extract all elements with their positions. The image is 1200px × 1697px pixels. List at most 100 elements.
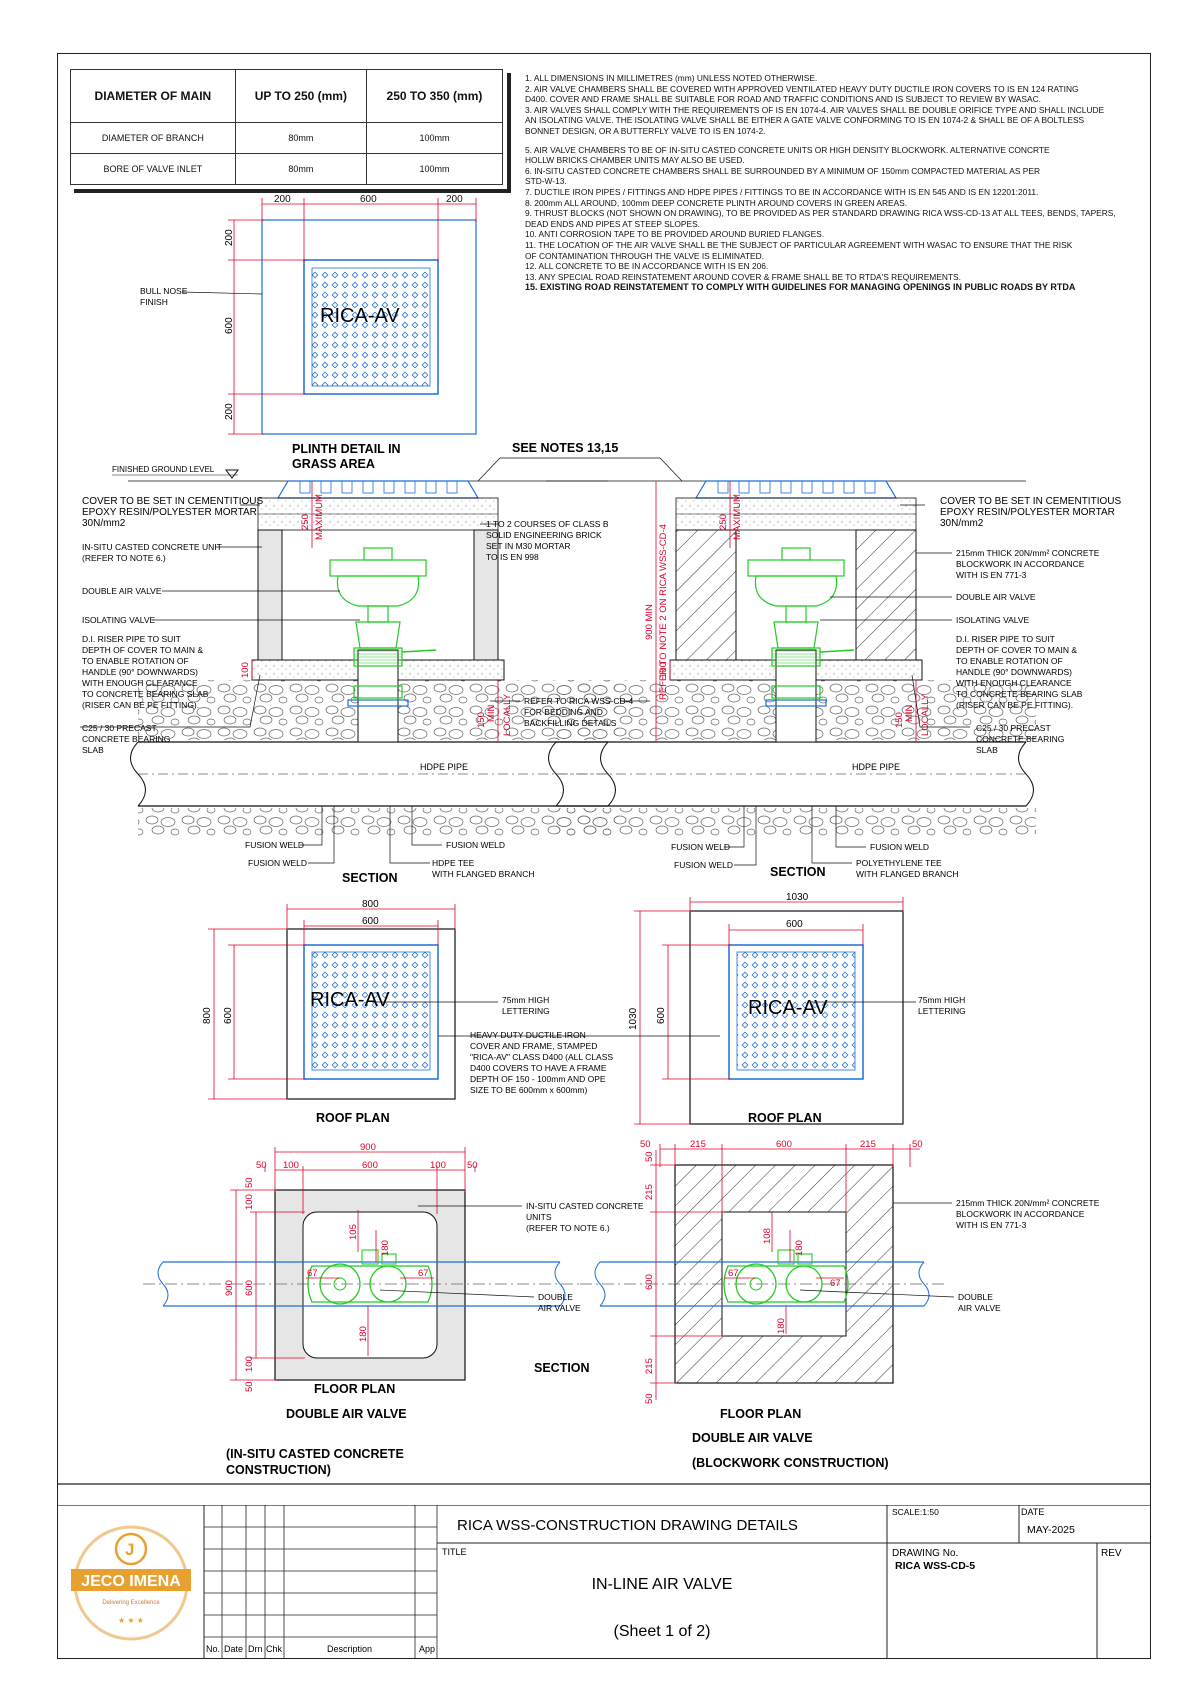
table-header: DIAMETER OF MAIN [70,69,236,123]
dav-label-line: AIR VALVE [538,1303,581,1313]
dim-label: 900 [360,1142,376,1153]
note-line: AN ISOLATING VALVE. THE ISOLATING VALVE … [525,115,1085,126]
dim-label: 1030 [786,892,809,903]
plinth-cover-frame [303,259,439,395]
dim-label: 150 [894,712,905,728]
dim-label: 67 [728,1268,739,1279]
dim-label: 50 [244,1381,255,1392]
fusion-weld-label: FUSION WELD [671,842,730,852]
floor-plan-title: (IN-SITU CASTED CONCRETE [226,1447,404,1461]
cover-mortar-label-line: COVER TO BE SET IN CEMENTITIOUS [82,496,263,507]
dim-label: 600 [244,1280,255,1296]
callout-text: LETTERING [918,1006,966,1016]
slab-label-line: SLAB [976,745,998,755]
callout-text: LETTERING [502,1006,550,1016]
riser-label-line: TO CONCRETE BEARING SLAB [956,689,1083,699]
bedding-label-line: REFER TO RICA WSS-CD-4 [524,696,634,706]
floor-plan-title: CONSTRUCTION) [226,1463,331,1477]
title-label: TITLE [442,1547,467,1557]
dim-label: MIN [486,704,497,722]
riser-label-line: WITH ENOUGH CLEARANCE [82,678,198,688]
project-title: RICA WSS-CONSTRUCTION DRAWING DETAILS [457,1517,798,1534]
dim-label: 600 [786,919,803,930]
plinth-title: PLINTH DETAIL IN [292,442,401,456]
rev-header: No. [206,1644,220,1654]
table-header: UP TO 250 (mm) [234,69,367,123]
drawing-title: IN-LINE AIR VALVE [592,1576,733,1593]
table-row: BORE OF VALVE INLET 80mm 100mm [70,153,504,185]
slab-label-line: C25 / 30 PRECAST [976,723,1051,733]
tee-label-line: WITH FLANGED BRANCH [432,869,534,879]
insitu-label-line: (REFER TO NOTE 6.) [82,553,166,563]
insitu-label-line: (REFER TO NOTE 6.) [526,1223,610,1233]
roof-plan-title: ROOF PLAN [316,1111,390,1125]
dim-label: 900 [224,1280,235,1296]
note-line: 6. IN-SITU CASTED CONCRETE CHAMBERS SHAL… [525,165,1040,176]
table-shadow [74,73,511,193]
dim-label: 900 MIN [644,604,655,640]
brick-label-line: SOLID ENGINEERING BRICK [486,530,602,540]
fusion-weld-label: FUSION WELD [870,842,929,852]
roof-plan-title: ROOF PLAN [748,1111,822,1125]
brick-label-line: SET IN M30 MORTAR [486,541,571,551]
dav-label-line: AIR VALVE [958,1303,1001,1313]
slab-label-line: C25 / 30 PRECAST [82,723,157,733]
table-header-row: DIAMETER OF MAIN UP TO 250 (mm) 250 TO 3… [70,69,504,123]
fusion-weld-label: FUSION WELD [674,860,733,870]
plinth-outline [261,219,477,435]
note-line: BONNET DESIGN, OR A BUTTERFLY VALVE TO I… [525,125,766,136]
slab-label-line: SLAB [82,745,104,755]
dim-label: 100 [240,662,251,678]
floor-plan-title: (BLOCKWORK CONSTRUCTION) [692,1456,889,1470]
plinth-detail: RICA-AV 200 600 200 200 600 200 BULL NOS… [140,194,477,471]
double-air-valve-label: DOUBLE AIR VALVE [956,592,1036,602]
drawing-no: RICA WSS-CD-5 [895,1560,975,1572]
scale-value: 1:50 [922,1507,939,1517]
note-line: 7. DUCTILE IRON PIPES / FITTINGS AND HDP… [525,186,1039,197]
cover-desc-line: HEAVY DUTY DUCTILE IRON [470,1030,586,1040]
table-cell: 100mm [365,153,504,185]
dim-label: 800 [202,1007,213,1024]
cover-desc-line: DEPTH OF 150 - 100mm AND OPE [470,1074,606,1084]
floor-plan-title: FLOOR PLAN [720,1407,801,1421]
note-line: 3. AIR VALVES SHALL COMPLY WITH THE REQU… [525,104,1105,115]
cover-mortar-label-line: 30N/mm2 [940,518,984,529]
dim-label: 50 [467,1160,478,1171]
scale-field: SCALE:1:50 [892,1507,939,1517]
roof-plan-right: RICA-AV 1030 600 1030 600 ROOF PLAN [628,892,904,1125]
blockwork-label-line: 215mm THICK 20N/mm² CONCRETE [956,1198,1100,1208]
cover-mortar-label-line: EPOXY RESIN/POLYESTER MORTAR [82,507,257,518]
dim-label: MAXIMUM [732,494,743,540]
dim-label: 100 [244,1356,255,1372]
riser-label-line: TO ENABLE ROTATION OF [82,656,189,666]
dim-label: 100 [283,1160,299,1171]
blockwork-label-line: BLOCKWORK IN ACCORDANCE [956,1209,1085,1219]
dim-label: MIN [904,704,915,722]
floor-plan-title: FLOOR PLAN [314,1382,395,1396]
note-line: 9. THRUST BLOCKS (NOT SHOWN ON DRAWING),… [525,208,1116,219]
dim-label: 150 [476,712,487,728]
diameter-table: DIAMETER OF MAIN UP TO 250 (mm) 250 TO 3… [70,69,504,185]
scale-label: SCALE: [892,1507,922,1517]
plinth-cover-grid [311,267,431,387]
general-notes: 1. ALL DIMENSIONS IN MILLIMETRES (mm) UN… [525,73,1145,293]
see-notes-label: SEE NOTES 13,15 [512,441,618,455]
section-label: SECTION [534,1361,590,1375]
dim-label: 67 [418,1268,429,1279]
tee-label-line: HDPE TEE [432,858,475,868]
fgl-label: FINISHED GROUND LEVEL [112,465,215,474]
dim-label: 50 [644,1151,655,1162]
cover-mortar-label-line: EPOXY RESIN/POLYESTER MORTAR [940,507,1115,518]
dim-label: 50 [256,1160,267,1171]
revision-headers: No. Date Drn Chk Description App [206,1644,435,1654]
cover-desc-line: "RICA-AV" CLASS D400 (ALL CLASS [470,1052,613,1062]
dim-label: 50 [644,1393,655,1404]
dim-label: 1030 [628,1007,639,1030]
dim-label: 250 [718,514,729,530]
riser-label-line: (RISER CAN BE PE FITTING). [82,700,199,710]
